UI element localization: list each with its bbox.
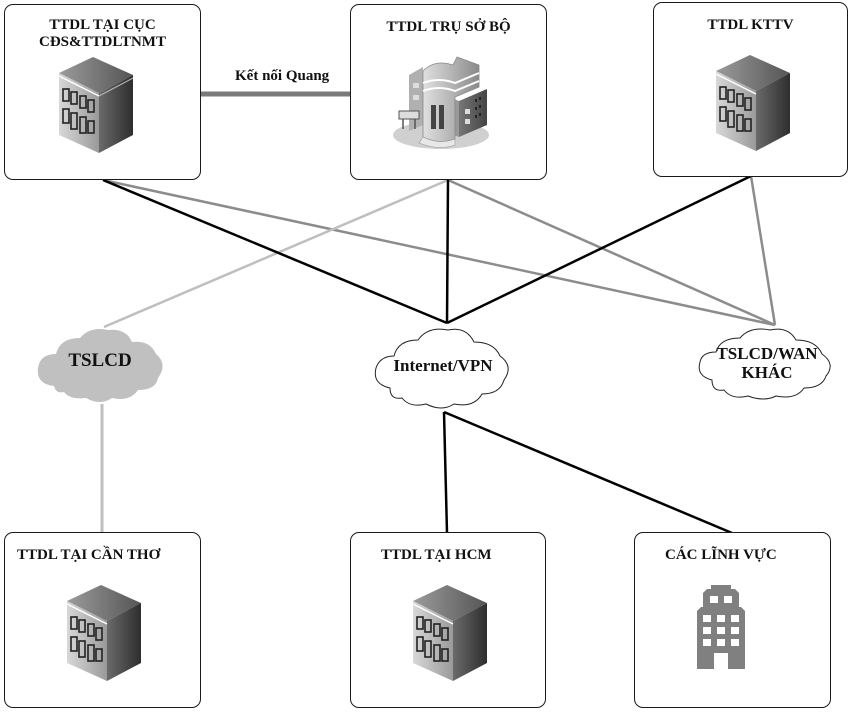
node-ttdl-tru-so-bo[interactable]: TTDL TRỤ SỞ BỘ xyxy=(350,4,547,180)
node-ttdl-cuc[interactable]: TTDL TẠI CỤC CĐS&TTDLTNMT xyxy=(4,4,201,180)
link-truso-internet xyxy=(445,179,450,324)
cloud-shape-icon xyxy=(698,328,831,400)
headquarters-building-icon xyxy=(393,56,489,149)
cloud-shape-icon xyxy=(374,328,509,409)
link-cuc-internet xyxy=(102,178,448,325)
link-kttv-wan xyxy=(749,175,777,326)
cloud-tslcd-wan-khac[interactable]: TSLCD/WAN KHÁC xyxy=(694,324,840,402)
node-title: TTDL TRỤ SỞ BỘ xyxy=(386,19,511,35)
cloud-internet-vpn[interactable]: Internet/VPN xyxy=(370,322,516,412)
node-title: TTDL KTTV xyxy=(707,17,794,33)
node-ttdl-kttv[interactable]: TTDL KTTV xyxy=(653,2,848,177)
building-icon xyxy=(66,585,141,681)
building-icon xyxy=(58,57,134,153)
link-internet-linhvuc xyxy=(443,410,733,535)
office-tower-icon xyxy=(697,585,745,669)
node-title: TTDL TẠI CỤC CĐS&TTDLTNMT xyxy=(39,17,166,50)
link-cuc-wan xyxy=(102,178,776,327)
node-title: TTDL TẠI CẦN THƠ xyxy=(17,547,161,563)
node-title: CÁC LĨNH VỰC xyxy=(665,547,777,563)
cloud-shape-icon xyxy=(37,329,163,402)
building-icon xyxy=(715,55,790,151)
fiber-link-label: Kết nối Quang xyxy=(235,68,330,84)
node-title: TTDL TẠI HCM xyxy=(381,547,492,563)
link-kttv-internet xyxy=(446,174,752,325)
cloud-label: TSLCD/WAN KHÁC xyxy=(716,344,818,382)
link-internet-hcm xyxy=(442,411,449,534)
node-cac-linh-vuc[interactable]: CÁC LĨNH VỰC xyxy=(634,532,831,708)
node-ttdl-can-tho[interactable]: TTDL TẠI CẦN THƠ xyxy=(4,532,201,708)
cloud-tslcd[interactable]: TSLCD xyxy=(34,324,166,404)
building-icon xyxy=(412,585,487,681)
cloud-label: TSLCD xyxy=(68,350,132,371)
link-truso-tslcd xyxy=(103,178,449,329)
cloud-label: Internet/VPN xyxy=(393,356,493,375)
node-ttdl-hcm[interactable]: TTDL TẠI HCM xyxy=(350,532,546,708)
link-truso-wan xyxy=(447,178,776,327)
